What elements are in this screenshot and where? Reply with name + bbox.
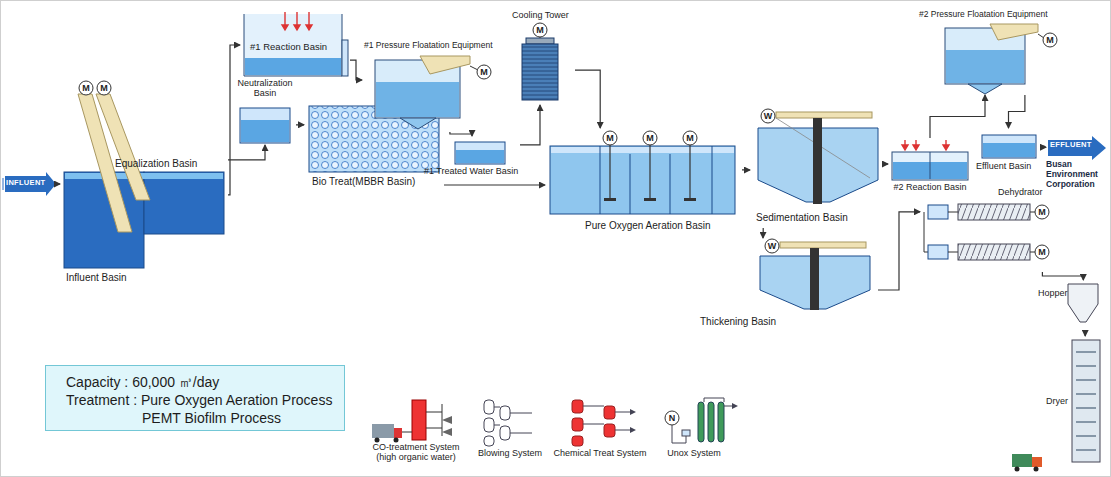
- node-label: Influent Basin: [66, 272, 127, 284]
- node-label: Sedimentation Basin: [756, 212, 848, 224]
- node-label: Treatment : Pure Oxygen Aeration Process: [66, 392, 332, 408]
- motor-letter: M: [1035, 206, 1049, 219]
- pipe-connector: [930, 95, 985, 138]
- pipe-connector: [1084, 330, 1085, 336]
- node-label: Neutralization Basin: [235, 78, 295, 99]
- basin: #1 Reaction Basin: [240, 10, 350, 76]
- pipe-connector: [1042, 272, 1083, 280]
- node-label: Thickening Basin: [700, 316, 776, 328]
- pipe-connector: [878, 212, 920, 290]
- motor-letter: M: [1043, 34, 1057, 47]
- node-label: #2 Pressure Floatation Equipment: [919, 10, 1048, 20]
- pipe-connector: [882, 163, 888, 164]
- basin: #2 Reaction Basin: [888, 138, 972, 245]
- system-icon: Unox System: [652, 392, 736, 472]
- motor-letter: N: [665, 412, 679, 425]
- motor-letter: M: [97, 82, 111, 95]
- node-label: Pure Oxygen Aeration Basin: [585, 220, 711, 232]
- node-label: Capacity : 60,000 ㎥/day: [66, 374, 219, 390]
- node-label: #2 Reaction Basin: [888, 182, 972, 192]
- pipe-connector: [742, 169, 750, 170]
- pipe-connector: [520, 105, 540, 145]
- arrow-box: EFFLUENT Busan Environment Corporation: [1046, 136, 1108, 202]
- system-icon: CO-treatment System (high organic water): [366, 392, 466, 474]
- basin: Thickening Basin: [700, 238, 878, 330]
- basin: Effluent Basin: [975, 128, 1042, 176]
- motor-letter: W: [765, 240, 779, 253]
- node-label: CO-treatment System (high organic water): [366, 442, 466, 463]
- equipment: Dryer: [1046, 336, 1102, 466]
- pipe-connector: [1042, 146, 1046, 147]
- motor-letter: M: [1035, 246, 1049, 259]
- basin: #1 Treated Water Basin: [424, 136, 520, 180]
- motor-letter: M: [603, 132, 617, 145]
- node-label: Equalization Basin: [115, 158, 197, 170]
- equipment: #2 Pressure Floatation Equipment: [915, 8, 1072, 95]
- node-label: Bio Treat(MBBR Basin): [312, 176, 415, 188]
- node-label: EFFLUENT: [1050, 141, 1092, 150]
- equipment: Cooling Tower: [508, 8, 575, 105]
- motor-letter: M: [533, 24, 547, 37]
- equipment: #1 Pressure Floatation Equipment: [362, 40, 505, 132]
- node-label: Dryer: [1046, 396, 1068, 406]
- basin: Bio Treat(MBBR Basin): [304, 100, 444, 192]
- motor-letter: M: [643, 132, 657, 145]
- node-label: Unox System: [652, 448, 736, 458]
- pipe-connector: [762, 228, 763, 238]
- pipe-connector: [575, 70, 600, 128]
- pipe-connector: [1009, 95, 1025, 128]
- system-icon: Chemical Treat System: [552, 392, 648, 472]
- node-label: Cooling Tower: [512, 10, 569, 20]
- node-label: Dehydrator: [998, 187, 1043, 197]
- pipe-connector: [350, 60, 362, 80]
- info-box: Capacity : 60,000 ㎥/dayTreatment : Pure …: [45, 365, 345, 431]
- motor-letter: M: [683, 132, 697, 145]
- motor-letter: W: [761, 110, 775, 123]
- node-label: #1 Reaction Basin: [250, 42, 327, 53]
- basin: Neutralization Basin: [234, 78, 296, 145]
- pipe-connector: [296, 124, 304, 125]
- equipment: Hopper: [1038, 280, 1100, 330]
- node-label: #1 Treated Water Basin: [424, 166, 518, 176]
- node-label: PEMT Biofilm Process: [142, 410, 281, 426]
- equipment: Dehydrator: [920, 186, 1056, 272]
- node-label: Hopper: [1038, 288, 1068, 298]
- basin: Equalization BasinInfluent Basin: [60, 150, 228, 290]
- pipe-connector: [228, 45, 240, 195]
- system-icon: Blowing System: [472, 392, 548, 472]
- arrow-box: INFLUENT: [2, 174, 56, 194]
- pipe-connector: [56, 183, 60, 184]
- node-label: Chemical Treat System: [552, 448, 648, 458]
- node-label: Busan Environment Corporation: [1046, 160, 1108, 189]
- motor-letter: M: [79, 82, 93, 95]
- node-label: Blowing System: [472, 448, 548, 458]
- pipe-connector: [228, 145, 265, 160]
- pipe-connector: [444, 184, 545, 185]
- node-label: Effluent Basin: [976, 161, 1031, 171]
- motor-letter: M: [477, 66, 491, 79]
- node-label: INFLUENT: [6, 179, 45, 188]
- basin: Pure Oxygen Aeration Basin: [545, 128, 742, 238]
- node-label: #1 Pressure Floatation Equipment: [364, 41, 493, 51]
- pipe-connector: [450, 132, 472, 136]
